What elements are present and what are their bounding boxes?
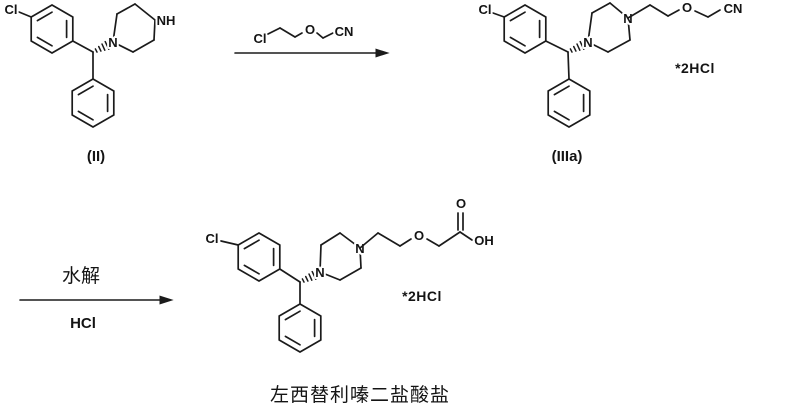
atom-label-cl: Cl	[254, 31, 267, 46]
piperazine-ring	[319, 232, 362, 281]
atom-label-oh: OH	[474, 233, 494, 248]
step1-reagent-and-arrow: Cl O CN	[234, 20, 390, 58]
product-name-label: 左西替利嗪二盐酸盐	[269, 385, 450, 406]
chlorophenyl-ring	[18, 4, 74, 54]
atom-label-o: O	[456, 196, 466, 211]
step2-arrow: 水解 HCl	[19, 263, 174, 334]
chlorophenyl-ring	[220, 232, 281, 282]
reaction-arrow-1	[234, 48, 390, 58]
atom-label-o: O	[305, 22, 315, 37]
atom-label-nh: NH	[157, 13, 176, 28]
ether-acid-chain: O O OH	[359, 194, 496, 250]
carbonyl-double-bond	[457, 212, 464, 231]
hash-wedge-bond	[569, 40, 585, 53]
piperazine-ring	[587, 2, 631, 53]
atom-label-n: N	[583, 35, 592, 50]
salt-label: *2HCl	[402, 288, 442, 304]
condition-below-label: HCl	[70, 315, 96, 332]
atom-label-o: O	[414, 228, 424, 243]
chlorophenyl-ring	[492, 4, 547, 54]
reaction-arrow-2	[19, 295, 174, 305]
hash-wedge-bond	[301, 270, 317, 283]
atom-label-n: N	[108, 35, 117, 50]
bond	[71, 40, 94, 53]
atom-label-cl: Cl	[479, 2, 492, 17]
compound-iiia-structure: Cl N N O CN *2	[477, 0, 745, 167]
atom-label-cn: CN	[724, 1, 743, 16]
atom-label-cl: Cl	[206, 231, 219, 246]
hash-wedge-bond	[94, 40, 110, 53]
phenyl-ring	[547, 78, 591, 128]
phenyl-ring	[278, 303, 322, 353]
atom-label-n: N	[315, 265, 324, 280]
bond	[544, 40, 569, 53]
piperazine-ring	[112, 3, 156, 53]
salt-label: *2HCl	[675, 60, 715, 76]
phenyl-ring	[71, 78, 115, 128]
atom-label-cn: CN	[335, 24, 354, 39]
compound-iiia-label: (IIIa)	[552, 148, 583, 165]
ether-nitrile-chain: O CN	[627, 0, 744, 19]
atom-label-cl: Cl	[5, 2, 18, 17]
atom-label-o: O	[682, 0, 692, 15]
product-structure: Cl N N O	[204, 194, 496, 353]
condition-above-label: 水解	[62, 265, 100, 287]
compound-ii-label: (II)	[87, 148, 105, 165]
compound-ii-structure: Cl N NH (II)	[3, 0, 178, 167]
reagent-structure: Cl O CN	[252, 20, 356, 48]
bond	[278, 268, 301, 283]
bond	[567, 51, 570, 80]
